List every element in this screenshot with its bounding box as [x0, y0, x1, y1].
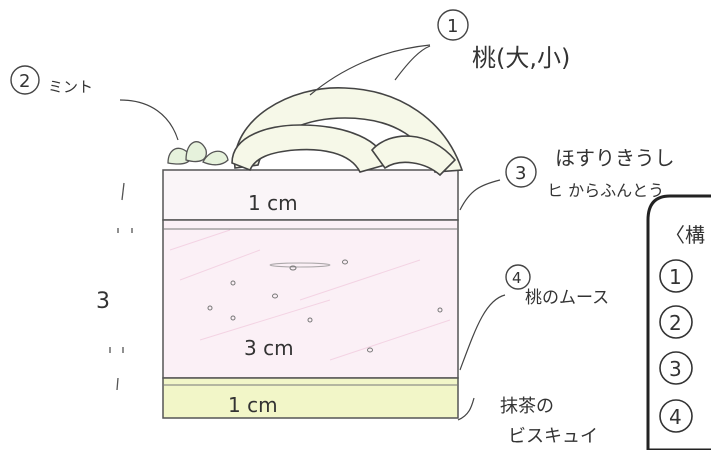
label-3-number: 3 — [515, 163, 526, 184]
biscuit-layer — [162, 377, 459, 419]
leader-line-3 — [459, 179, 501, 211]
peach-decoration — [231, 87, 464, 177]
leader-line-1b — [394, 45, 431, 81]
side-panel-item-1: 1 — [669, 265, 682, 289]
circle-1 — [437, 9, 469, 41]
cake-body — [162, 169, 459, 419]
label-1-text: 桃(大,小) — [472, 44, 570, 72]
leader-line-1 — [309, 44, 431, 96]
label-5-line1: 抹茶の — [500, 396, 554, 417]
mousse-layer — [162, 219, 459, 379]
label-2-text: ミント — [48, 78, 93, 96]
label-3-line1: ほすりきうし — [555, 146, 675, 170]
top-layer — [162, 169, 459, 221]
side-panel-item-2: 2 — [669, 311, 682, 335]
dim-top-layer: 1 cm — [248, 191, 298, 215]
leader-line-5 — [457, 397, 475, 421]
dim-middle-layer: 3 cm — [244, 336, 294, 360]
label-5-line2: ビスキュイ — [508, 426, 598, 447]
label-3-line2: ヒ からふんとう — [547, 181, 664, 200]
mint-leaves — [167, 141, 229, 166]
leader-line-4 — [459, 294, 506, 371]
label-2-number: 2 — [19, 71, 30, 92]
leader-line-2 — [119, 99, 179, 141]
circle-3 — [505, 156, 537, 188]
side-panel-item-3: 3 — [669, 357, 682, 381]
side-panel-item-4: 4 — [669, 405, 682, 429]
label-1-number: 1 — [447, 16, 458, 37]
label-4-number: 4 — [512, 269, 522, 287]
label-4-text: 桃のムース — [525, 288, 609, 308]
dim-side-left: 3 — [96, 289, 110, 314]
dim-bottom-layer: 1 cm — [228, 393, 278, 417]
side-panel-title: 〈構 — [665, 223, 705, 247]
circle-4 — [505, 264, 531, 290]
left-dimension-ticks — [109, 182, 133, 391]
circle-2 — [10, 65, 40, 95]
side-panel: 〈構 1 2 3 4 — [646, 194, 711, 450]
